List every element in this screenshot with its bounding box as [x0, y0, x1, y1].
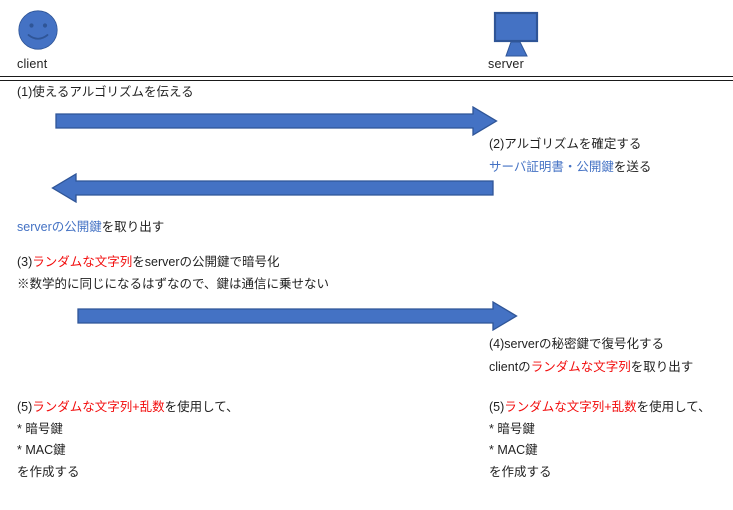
server-monitor-icon [492, 10, 540, 61]
step3-prefix: (3) [17, 255, 33, 269]
step5-item-encryption-key: * 暗号鍵 [489, 421, 535, 436]
arrow-server-to-client [51, 172, 494, 206]
timeline-separator-line [0, 76, 733, 81]
step5-item-mac-key: * MAC鍵 [17, 443, 66, 457]
step5-line1: (5)ランダムな文字列+乱数を使用して、 [489, 397, 711, 419]
step5-rest: を使用して、 [164, 400, 239, 414]
step4-line1: (4)serverの秘密鍵で復号化する [489, 337, 665, 351]
step5-server-text-block: (5)ランダムな文字列+乱数を使用して、 * 暗号鍵 * MAC鍵 を作成する [489, 397, 711, 483]
step1-text: (1)使えるアルゴリズムを伝える [17, 85, 194, 99]
step3-rest: をserverの公開鍵で暗号化 [132, 255, 280, 269]
red-highlight: ランダムな文字列+乱数 [504, 400, 637, 414]
client-smiley-icon [18, 10, 58, 53]
step5-line1: (5)ランダムな文字列+乱数を使用して、 [17, 397, 239, 419]
step4-line2-prefix: clientの [489, 360, 531, 374]
arrow-client-to-server-1 [55, 105, 498, 139]
extract-rest: を取り出す [101, 220, 165, 234]
step5-footer: を作成する [489, 464, 552, 479]
step5-prefix: (5) [489, 400, 505, 414]
step4-line2-rest: を取り出す [630, 360, 694, 374]
red-highlight: ランダムな文字列 [32, 255, 133, 269]
step5-rest: を使用して、 [636, 400, 711, 414]
step2-line1: (2)アルゴリズムを確定する [489, 137, 642, 151]
step3-text-block: (3)ランダムな文字列をserverの公開鍵で暗号化 ※数学的に同じになるはずな… [17, 251, 329, 295]
extract-public-key-text: serverの公開鍵を取り出す [17, 216, 164, 235]
step2-line2-rest: を送る [613, 160, 652, 174]
step3-note: ※数学的に同じになるはずなので、鍵は通信に乗せない [17, 277, 330, 291]
arrow-client-to-server-2 [77, 300, 518, 334]
server-label: server [488, 57, 524, 71]
step4-text-block: (4)serverの秘密鍵で復号化する clientのランダムな文字列を取り出す [489, 333, 693, 379]
step5-item-mac-key: * MAC鍵 [489, 443, 538, 457]
client-label: client [17, 57, 48, 71]
step4-line2: clientのランダムな文字列を取り出す [489, 356, 693, 379]
red-highlight: ランダムな文字列+乱数 [32, 400, 165, 414]
step5-footer: を作成する [17, 464, 80, 479]
step3-line1: (3)ランダムな文字列をserverの公開鍵で暗号化 [17, 251, 329, 273]
step5-item-encryption-key: * 暗号鍵 [17, 421, 63, 436]
blue-highlight: serverの公開鍵 [17, 220, 102, 234]
step2-text-block: (2)アルゴリズムを確定する サーバ証明書・公開鍵を送る [489, 133, 651, 179]
step5-prefix: (5) [17, 400, 33, 414]
step2-line2: サーバ証明書・公開鍵を送る [489, 156, 651, 179]
red-highlight: ランダムな文字列 [530, 360, 631, 374]
step5-client-text-block: (5)ランダムな文字列+乱数を使用して、 * 暗号鍵 * MAC鍵 を作成する [17, 397, 239, 483]
blue-highlight: サーバ証明書・公開鍵 [489, 160, 614, 174]
